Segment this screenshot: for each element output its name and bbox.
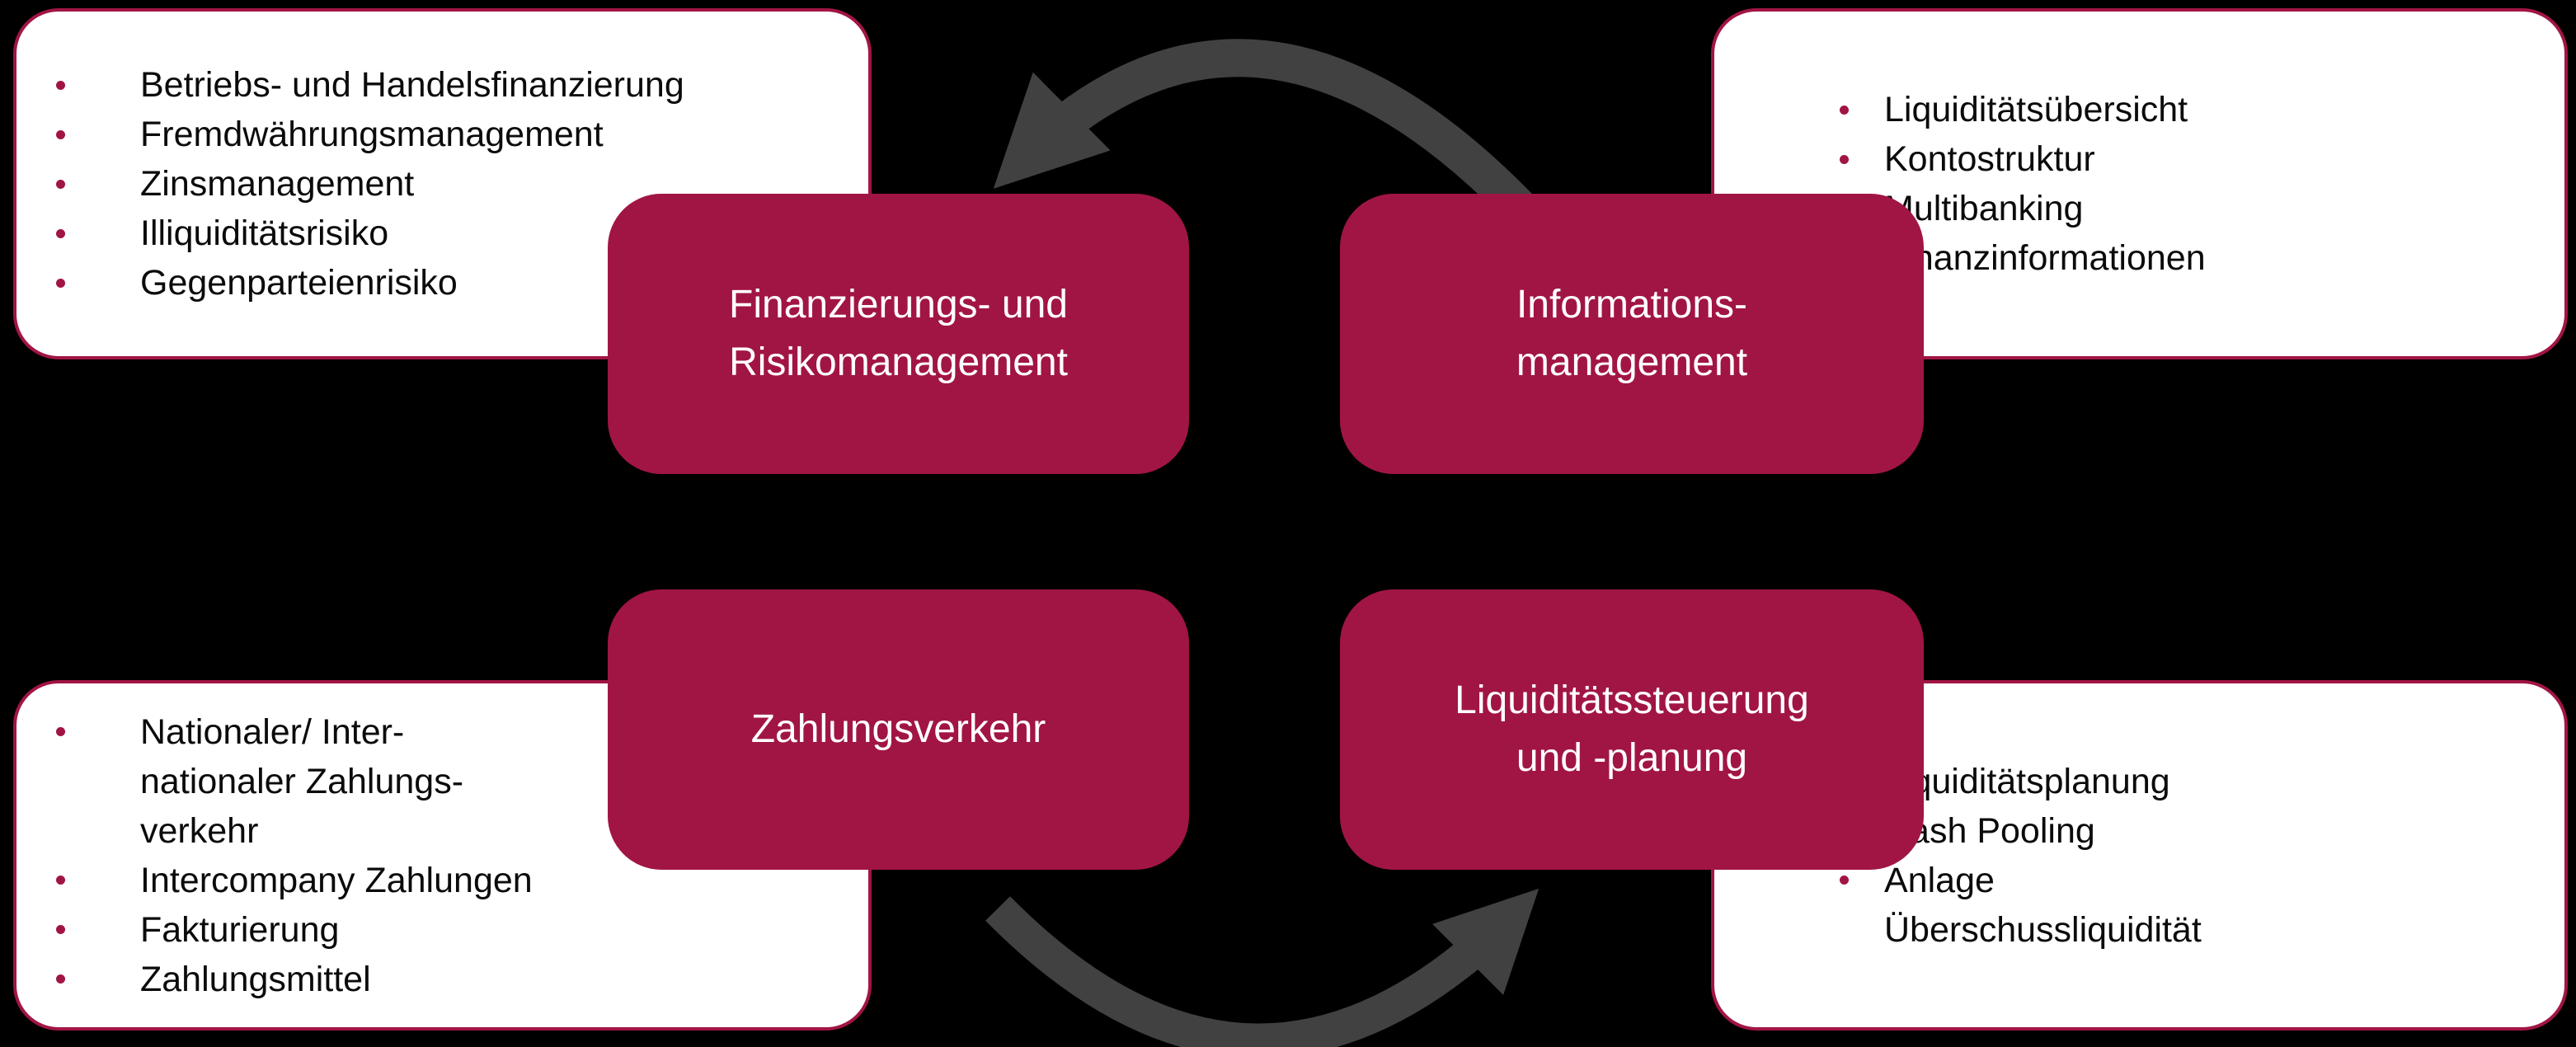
list-item-text: nationaler Zahlungs- — [140, 761, 464, 801]
list-item: Intercompany Zahlungen — [16, 856, 868, 905]
list-item: Zinsmanagement — [16, 159, 868, 209]
list-item: Kontostruktur — [1714, 134, 2564, 184]
list-item-text: Liquiditätsplanung — [1884, 761, 2170, 801]
bullet-icon — [56, 876, 65, 885]
process-box-finanzierung: Finanzierungs- und Risikomanagement — [608, 194, 1189, 474]
process-box-label: Finanzierungs- und — [729, 283, 1068, 326]
list-item-text: Zinsmanagement — [140, 164, 415, 204]
list-item: Liquiditätsübersicht — [1714, 85, 2564, 134]
list-item-text: Betriebs- und Handelsfinanzierung — [140, 65, 684, 105]
list-item-text: Gegenparteienrisiko — [140, 263, 458, 303]
list-item: Nationaler/ Inter- — [16, 707, 868, 757]
process-box-label: Risikomanagement — [729, 340, 1068, 384]
list-item-text: Überschussliquidität — [1884, 909, 2202, 950]
bullet-icon — [56, 129, 65, 139]
list-item: Zahlungsmittel — [16, 955, 868, 1004]
list-item: Finanzinformationen — [1714, 233, 2564, 283]
list-item-text: Finanzinformationen — [1884, 238, 2206, 278]
process-box-information: Informations- management — [1340, 194, 1924, 474]
bullet-icon — [56, 727, 65, 736]
bullet-icon — [1840, 105, 1849, 115]
list-item: Fremdwährungsmanagement — [16, 110, 868, 159]
list-item-continuation: nationaler Zahlungs- — [16, 757, 868, 806]
list-item: Fakturierung — [16, 905, 868, 955]
bullet-icon — [56, 278, 65, 288]
list-item: Gegenparteienrisiko — [16, 258, 868, 308]
bullet-icon — [56, 925, 65, 934]
detail-box-information: Liquiditätsübersicht Kontostruktur Multi… — [1711, 8, 2568, 359]
list-item-text: Nationaler/ Inter- — [140, 711, 405, 752]
list-item-text: Liquiditätsübersicht — [1884, 90, 2188, 129]
list-item-text: Intercompany Zahlungen — [140, 860, 533, 900]
process-box-liquiditaet: Liquiditätssteuerung und -planung — [1340, 589, 1924, 870]
bullet-icon — [56, 974, 65, 984]
list-item-text: Fremdwährungsmanagement — [140, 115, 604, 154]
process-box-zahlungsverkehr: Zahlungsverkehr — [608, 589, 1189, 870]
list-item: Betriebs- und Handelsfinanzierung — [16, 60, 868, 110]
process-box-label: management — [1516, 340, 1748, 384]
process-box-label: Informations- — [1516, 283, 1748, 326]
bullet-icon — [1840, 876, 1849, 885]
detail-box-finanzierung: Betriebs- und Handelsfinanzierung Fremdw… — [13, 8, 872, 359]
list-item: Liquiditätsplanung — [1714, 757, 2564, 806]
bullet-icon — [56, 80, 65, 90]
list-item-text: verkehr — [140, 810, 259, 851]
list-item: Illiquiditätsrisiko — [16, 209, 868, 258]
list-item-continuation: verkehr — [16, 806, 868, 856]
bullet-icon — [56, 179, 65, 189]
bullet-icon — [56, 228, 65, 238]
list-item-text: Anlage — [1884, 860, 1995, 900]
process-box-label: Liquiditätssteuerung — [1455, 678, 1809, 722]
list-item-continuation: Überschussliquidität — [1714, 905, 2564, 955]
list-item-text: Kontostruktur — [1884, 139, 2095, 179]
list-item-text: Zahlungsmittel — [140, 959, 371, 999]
process-box-label: und -planung — [1516, 736, 1748, 780]
cycle-arrow-top-icon — [993, 39, 1541, 229]
cycle-arrow-bottom-icon — [985, 888, 1539, 1047]
bullet-icon — [1840, 154, 1849, 164]
process-box-label: Zahlungsverkehr — [750, 707, 1046, 751]
list-item-text: Fakturierung — [140, 909, 340, 950]
list-item-text: Illiquiditätsrisiko — [140, 214, 389, 253]
list-item: Anlage — [1714, 856, 2564, 905]
